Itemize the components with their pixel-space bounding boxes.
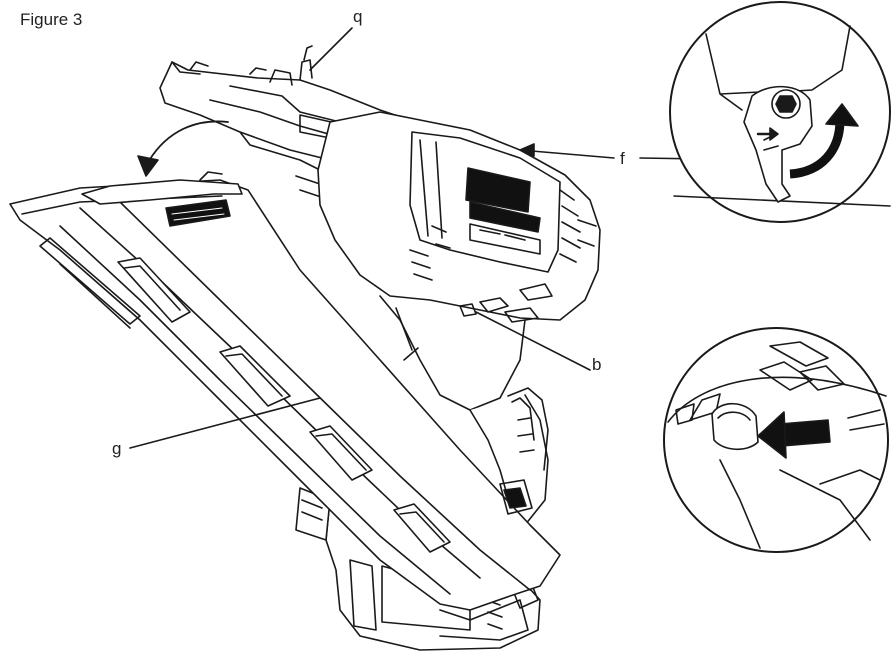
leader-q <box>309 27 353 71</box>
callout-g: g <box>112 439 122 458</box>
inset-latch-detail <box>669 1 891 223</box>
figure-title: Figure 3 <box>20 10 83 29</box>
callout-q: q <box>353 7 363 26</box>
swing-arrow <box>137 120 229 177</box>
leader-f <box>519 149 615 159</box>
callout-f: f <box>620 149 625 168</box>
leader-g <box>129 397 321 449</box>
tool-body <box>317 111 601 411</box>
leader-f-arrowhead <box>519 143 535 157</box>
magazine <box>9 171 561 611</box>
inset-button-detail <box>663 327 889 553</box>
leader-b <box>475 311 591 371</box>
callout-b: b <box>592 355 602 374</box>
